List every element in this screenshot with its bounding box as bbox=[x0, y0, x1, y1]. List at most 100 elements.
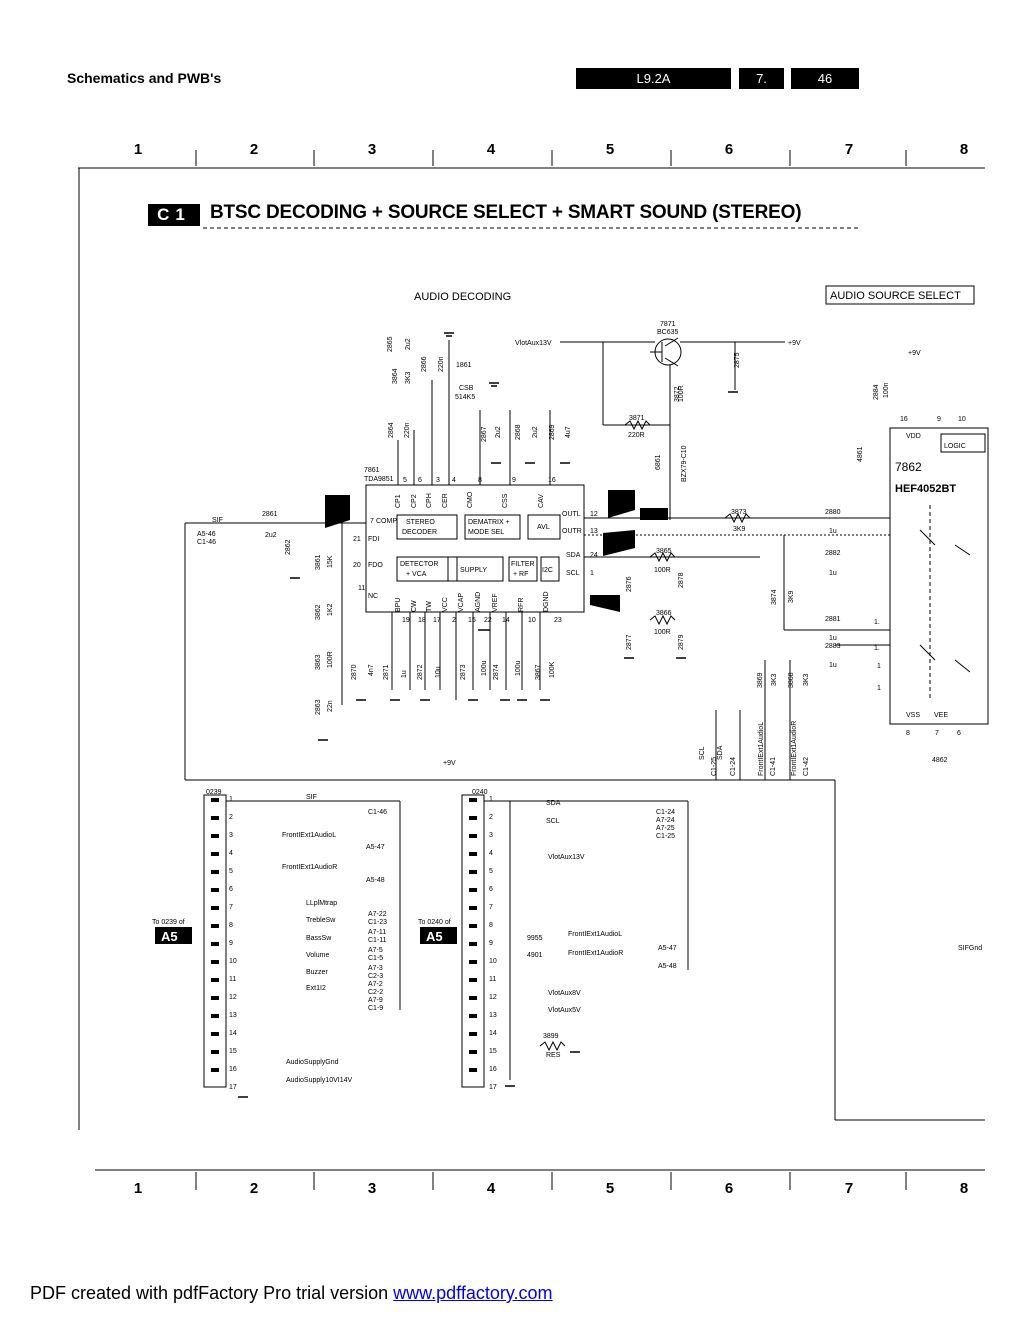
svg-text:3874: 3874 bbox=[771, 589, 778, 605]
svg-text:+9V: +9V bbox=[788, 340, 801, 347]
svg-text:100K: 100K bbox=[549, 661, 556, 678]
svg-text:11: 11 bbox=[358, 585, 365, 592]
svg-text:4861: 4861 bbox=[857, 446, 864, 462]
svg-text:+ VCA: + VCA bbox=[406, 571, 427, 578]
svg-text:15K: 15K bbox=[327, 555, 334, 568]
svg-text:9: 9 bbox=[229, 940, 233, 947]
footer-text: PDF created with pdfFactory Pro trial ve… bbox=[30, 1283, 394, 1303]
audio-decoding-label: AUDIO DECODING bbox=[414, 291, 511, 303]
svg-text:3871: 3871 bbox=[629, 415, 645, 422]
svg-text:12: 12 bbox=[590, 511, 598, 518]
column-number: 8 bbox=[959, 141, 969, 158]
svg-text:+9V: +9V bbox=[443, 760, 456, 767]
svg-text:6: 6 bbox=[229, 886, 233, 893]
stereo-decoder-block bbox=[396, 514, 458, 540]
svg-text:SDA: SDA bbox=[546, 800, 561, 807]
audio-source-select-box bbox=[825, 285, 975, 305]
svg-text:9: 9 bbox=[489, 940, 493, 947]
column-number: 3 bbox=[367, 141, 377, 158]
svg-text:A5-47: A5-47 bbox=[658, 945, 677, 952]
column-number: 1 bbox=[133, 141, 143, 158]
svg-text:VlotAux13V: VlotAux13V bbox=[548, 854, 585, 861]
svg-text:VlotAux8V: VlotAux8V bbox=[548, 990, 581, 997]
svg-text:1u: 1u bbox=[829, 528, 837, 535]
svg-text:2866: 2866 bbox=[421, 356, 428, 372]
svg-text:BPU: BPU bbox=[395, 598, 402, 612]
svg-text:5: 5 bbox=[229, 868, 233, 875]
svg-text:SIF: SIF bbox=[306, 794, 317, 801]
svg-text:7: 7 bbox=[229, 904, 233, 911]
svg-text:5: 5 bbox=[489, 868, 493, 875]
svg-text:AudioSupplyGnd: AudioSupplyGnd bbox=[286, 1059, 339, 1066]
svg-text:2872: 2872 bbox=[417, 664, 424, 680]
svg-text:7: 7 bbox=[935, 730, 939, 737]
svg-text:CAV: CAV bbox=[538, 494, 545, 508]
svg-text:14: 14 bbox=[502, 617, 510, 624]
svg-text:3863: 3863 bbox=[315, 654, 322, 670]
column-number: 7 bbox=[844, 1180, 854, 1197]
svg-text:1: 1 bbox=[489, 796, 493, 803]
a5-badge-right-text: A5 bbox=[426, 929, 443, 944]
connector-pin-markers bbox=[211, 798, 477, 1072]
svg-text:2865: 2865 bbox=[387, 336, 394, 352]
ruler-ticks bbox=[195, 150, 907, 1190]
logic-label: LOGIC bbox=[944, 443, 966, 450]
svg-text:2u2: 2u2 bbox=[405, 338, 412, 350]
svg-text:VEE: VEE bbox=[934, 712, 948, 719]
rotated-component-labels: 2865 2u2 3864 3K3 2866 220n 2864 220n 28… bbox=[285, 336, 890, 776]
svg-text:SDA: SDA bbox=[566, 552, 581, 559]
svg-text:OUTL: OUTL bbox=[562, 511, 581, 518]
svg-text:1861: 1861 bbox=[456, 362, 472, 369]
svg-text:100R: 100R bbox=[654, 629, 671, 636]
svg-text:2873: 2873 bbox=[460, 664, 467, 680]
svg-text:220n: 220n bbox=[404, 422, 411, 438]
svg-text:C1-46: C1-46 bbox=[368, 809, 387, 816]
tda9851-part: TDA9851 bbox=[364, 476, 394, 483]
svg-text:4901: 4901 bbox=[527, 952, 543, 959]
transistor-ref: 7871 bbox=[660, 321, 676, 328]
connector-0239-to: To 0239 of bbox=[152, 919, 185, 926]
svg-text:A7-2: A7-2 bbox=[368, 981, 383, 988]
svg-text:VSS: VSS bbox=[906, 712, 920, 719]
svg-text:16: 16 bbox=[229, 1066, 237, 1073]
svg-text:1u: 1u bbox=[829, 635, 837, 642]
svg-text:1.: 1. bbox=[874, 645, 880, 652]
chapter-badge: 7. bbox=[739, 68, 784, 89]
svg-text:C1-25: C1-25 bbox=[711, 757, 718, 776]
svg-text:10: 10 bbox=[489, 958, 497, 965]
column-number: 4 bbox=[486, 141, 496, 158]
svg-text:18: 18 bbox=[418, 617, 426, 624]
svg-text:CPH: CPH bbox=[426, 493, 433, 508]
svg-text:1u: 1u bbox=[829, 570, 837, 577]
pdffactory-link[interactable]: www.pdffactory.com bbox=[393, 1283, 553, 1303]
svg-text:2883: 2883 bbox=[825, 643, 841, 650]
svg-text:AGND: AGND bbox=[475, 592, 482, 612]
svg-text:2882: 2882 bbox=[825, 550, 841, 557]
svg-text:1K2: 1K2 bbox=[327, 603, 334, 616]
svg-text:4: 4 bbox=[229, 850, 233, 857]
svg-text:17: 17 bbox=[229, 1084, 237, 1091]
svg-text:3K9: 3K9 bbox=[733, 526, 746, 533]
svg-text:OUTR: OUTR bbox=[562, 528, 582, 535]
svg-text:1u: 1u bbox=[401, 670, 408, 678]
svg-text:1: 1 bbox=[229, 796, 233, 803]
audio-source-select-label: AUDIO SOURCE SELECT bbox=[830, 290, 961, 302]
svg-text:2876: 2876 bbox=[626, 576, 633, 592]
svg-text:MODE SEL: MODE SEL bbox=[468, 529, 504, 536]
svg-text:3861: 3861 bbox=[315, 554, 322, 570]
svg-text:SCL: SCL bbox=[566, 570, 580, 577]
svg-text:10: 10 bbox=[229, 958, 237, 965]
svg-text:3899: 3899 bbox=[543, 1033, 559, 1040]
svg-text:CP1: CP1 bbox=[395, 494, 402, 508]
svg-text:19: 19 bbox=[402, 617, 410, 624]
resistor-3873 bbox=[724, 512, 751, 524]
svg-text:3864: 3864 bbox=[392, 368, 399, 384]
svg-text:C1-9: C1-9 bbox=[368, 1005, 383, 1012]
page-number-badge: 46 bbox=[791, 68, 859, 89]
svg-text:16: 16 bbox=[900, 416, 908, 423]
svg-text:22n: 22n bbox=[327, 700, 334, 712]
hef4052-part: HEF4052BT bbox=[895, 483, 956, 495]
svg-text:2864: 2864 bbox=[388, 422, 395, 438]
